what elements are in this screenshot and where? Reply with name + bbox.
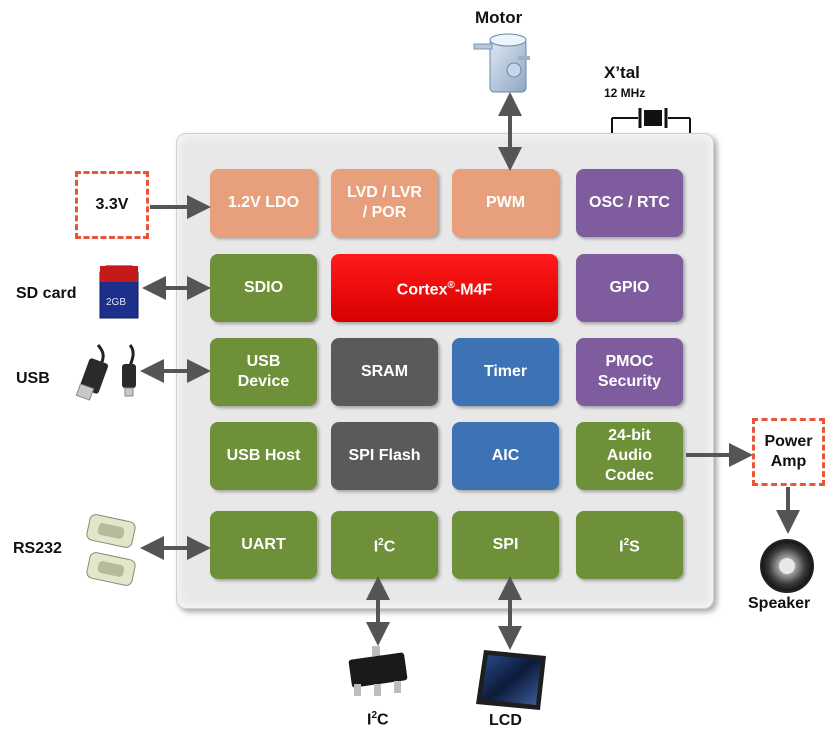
block-spi-label: SPI [492, 536, 519, 553]
i2c-device-label: I2C [367, 710, 389, 729]
cpu-suffix: -M4F [454, 281, 493, 299]
i2s-sup: 2 [623, 536, 630, 548]
block-uart: UART [210, 511, 317, 579]
block-usb-host-label: USB Host [226, 447, 301, 464]
power-supply-box: 3.3V [75, 171, 149, 239]
block-codec: 24-bit Audio Codec [576, 422, 683, 490]
block-uart-label: UART [241, 536, 286, 553]
ext-i2c-main: I [367, 711, 372, 729]
power-supply-label: 3.3V [95, 196, 129, 213]
block-timer-label: Timer [483, 363, 528, 380]
block-pwm-label: PWM [485, 194, 526, 211]
block-timer: Timer [452, 338, 559, 406]
block-pmoc-label: PMOC Security [597, 353, 662, 390]
block-gpio: GPIO [576, 254, 683, 322]
cpu-reg-mark: ® [447, 279, 455, 291]
crystal-icon [611, 108, 691, 133]
block-spi: SPI [452, 511, 559, 579]
block-spi-flash: SPI Flash [331, 422, 438, 490]
xtal-label: X’tal [604, 63, 640, 82]
lcd-label: LCD [489, 712, 522, 729]
block-spi-flash-label: SPI Flash [348, 447, 421, 464]
block-aic: AIC [452, 422, 559, 490]
block-i2s-label: I2S [619, 533, 640, 557]
speaker-label: Speaker [748, 595, 811, 612]
cpu-name: Cortex [396, 281, 448, 299]
motor-label: Motor [475, 8, 523, 27]
block-lvd: LVD / LVR / POR [331, 169, 438, 237]
block-ldo-label: 1.2V LDO [227, 194, 300, 211]
block-pwm: PWM [452, 169, 559, 237]
i2c-sup: 2 [378, 536, 384, 548]
block-usb-device: USB Device [210, 338, 317, 406]
i2c-main: I [373, 538, 379, 556]
connection-arrows [140, 92, 800, 650]
power-amp-box: Power Amp [752, 418, 825, 486]
block-sram-label: SRAM [360, 363, 409, 380]
rs232-label: RS232 [13, 540, 62, 557]
block-sdio: SDIO [210, 254, 317, 322]
block-pmoc: PMOC Security [576, 338, 683, 406]
serial-connector-icon [86, 514, 136, 586]
ext-i2c-end: C [377, 711, 389, 729]
block-cpu-label: Cortex®-M4F [397, 276, 492, 300]
block-ldo: 1.2V LDO [210, 169, 317, 237]
i2s-end: S [629, 538, 640, 556]
speaker-icon [760, 539, 814, 593]
block-i2c-label: I2C [374, 533, 396, 557]
block-gpio-label: GPIO [609, 279, 650, 296]
block-usb-device-label: USB Device [237, 353, 290, 390]
xtal-freq-label: 12 MHz [604, 86, 646, 100]
block-i2s: I2S [576, 511, 683, 579]
block-cpu: Cortex®-M4F [331, 254, 558, 322]
block-usb-host: USB Host [210, 422, 317, 490]
power-amp-label: Power Amp [764, 433, 813, 470]
ext-i2c-sup: 2 [371, 710, 378, 721]
ic-chip-icon [348, 646, 408, 696]
block-lvd-label: LVD / LVR / POR [347, 184, 422, 221]
block-sdio-label: SDIO [243, 279, 284, 296]
block-sram: SRAM [331, 338, 438, 406]
block-aic-label: AIC [491, 447, 520, 464]
block-codec-label: 24-bit Audio Codec [605, 427, 654, 484]
block-osc-label: OSC / RTC [589, 194, 670, 211]
block-osc: OSC / RTC [576, 169, 683, 237]
i2s-main: I [619, 538, 624, 556]
sd-capacity: 2GB [106, 297, 126, 308]
motor-icon [473, 33, 530, 93]
i2c-end: C [383, 538, 396, 556]
block-i2c: I2C [331, 511, 438, 579]
lcd-monitor-icon [476, 650, 546, 710]
sd-card-label: SD card [16, 285, 77, 302]
usb-cable-icon [75, 344, 136, 401]
usb-label: USB [16, 370, 50, 387]
sd-card-icon: 2GB [99, 265, 139, 319]
